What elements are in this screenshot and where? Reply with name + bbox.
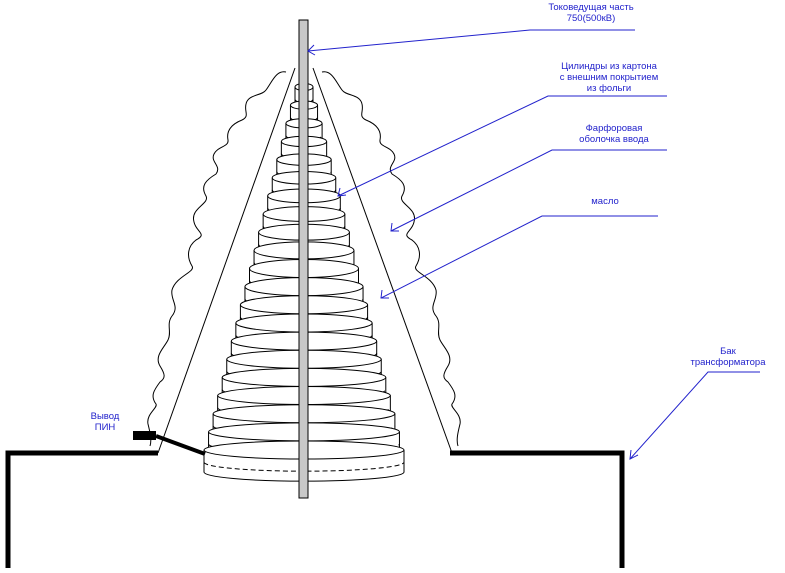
transformer-tank-right	[450, 450, 625, 568]
cylinders-leader	[337, 95, 667, 197]
conductor-arrowhead	[307, 44, 316, 56]
oil-label: масло	[591, 196, 619, 207]
cylinders-arrowhead	[337, 187, 347, 197]
porcelain-inner-wall-right	[312, 67, 453, 454]
pin-lead	[155, 434, 206, 456]
tank-arrowhead	[629, 449, 639, 460]
porcelain-shell-right-profile	[321, 71, 461, 447]
central-conductor-rod	[298, 19, 309, 499]
oil-arrowhead	[380, 289, 389, 299]
porcelain-shell-left-profile	[147, 71, 287, 447]
transformer-tank-left	[5, 450, 158, 568]
porcelain-leader	[390, 149, 667, 232]
tank-leader	[629, 371, 760, 460]
conductor-leader	[307, 29, 635, 52]
pin-terminal	[133, 431, 156, 440]
porcelain-arrowhead	[390, 222, 399, 232]
oil-leader	[380, 215, 658, 299]
porcelain-inner-wall-left	[157, 67, 296, 454]
